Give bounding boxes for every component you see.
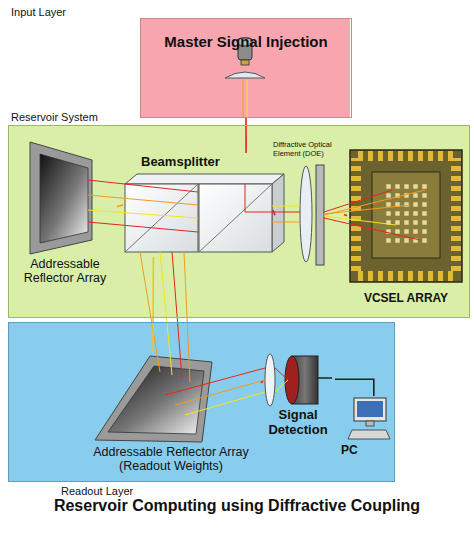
readout-reflector-array [95,356,212,442]
beam-connector [273,210,275,215]
component-label: VCSEL ARRAY [344,292,468,306]
beam-connector [152,257,154,351]
component-label: Beamsplitter [141,155,241,170]
caption: Reservoir Computing using Diffractive Co… [0,497,474,515]
input-layer-box: Input LayerMaster Signal Injection [140,18,352,118]
input-title: Master Signal Injection [141,33,351,50]
readout-panel-fill [8,322,395,482]
beamsplitter-node: Beamsplitter [123,153,275,257]
reservoir-panel: Reservoir SystemAddressable Reflector Ar… [8,125,470,318]
vcsel-node: VCSEL ARRAY [344,144,470,312]
layer-heading: Readout Layer [61,485,211,498]
detector-optics [265,354,332,406]
beam-connector [344,215,347,216]
component-label: Addressable Reflector Array [15,257,115,286]
computer-icon [348,398,390,439]
light-beams [88,80,425,415]
readout-reflector-node: Addressable Reflector Array (Readout Wei… [81,351,261,479]
layer-heading: Reservoir System [11,111,161,124]
vcsel-chip [350,150,462,282]
component-label: PC [341,444,371,458]
beam-connector [335,379,374,396]
input-panel-fill [140,18,350,118]
layer-heading: Input Layer [11,6,121,19]
pc-node: PC [339,396,397,462]
beam-connector [245,118,247,153]
beamsplitter-cubes [125,174,284,252]
beam-connector [117,205,123,207]
component-label: Signal Detection [263,408,333,438]
doe-node: Diffractive Optical Element (DOE) [273,141,347,256]
reflector-array [30,142,92,254]
doe-element [300,165,324,265]
component-label: Addressable Reflector Array (Readout Wei… [83,445,259,474]
reflector-array-node: Addressable Reflector Array [15,139,117,289]
signal-detection-node: Signal Detection [263,346,335,441]
beam-connector [261,381,263,383]
reservoir-panel-fill [8,125,470,318]
component-label: Diffractive Optical Element (DOE) [273,141,345,158]
readout-panel: Readout LayerAddressable Reflector Array… [8,322,395,482]
